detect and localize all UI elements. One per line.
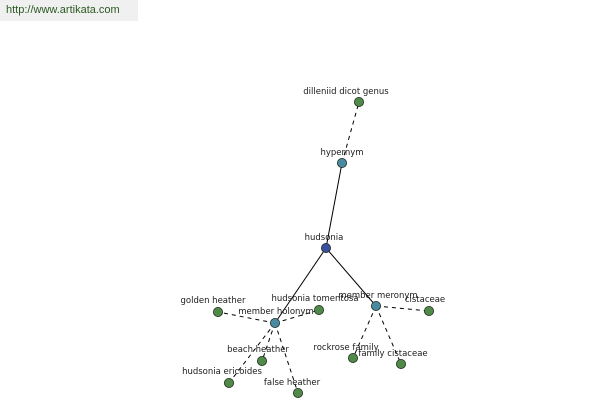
label-term-hudsonia-ericoides[interactable]: hudsonia ericoides bbox=[182, 367, 262, 377]
label-relation-member-meronym[interactable]: member meronym bbox=[338, 291, 417, 301]
edge-member-meronym-cistaceae bbox=[375, 305, 430, 312]
label-relation-hypernym[interactable]: hypernym bbox=[320, 148, 363, 158]
edge-member-holonym-beach-heather bbox=[261, 322, 276, 362]
node-term-golden-heather[interactable] bbox=[212, 306, 223, 317]
label-term-golden-heather[interactable]: golden heather bbox=[181, 296, 246, 306]
label-term-rockrose-family[interactable]: rockrose family bbox=[313, 343, 378, 353]
label-term-beach-heather[interactable]: beach heather bbox=[227, 345, 289, 355]
node-term-dilleniid-dicot-genus[interactable] bbox=[353, 97, 364, 108]
graph-nodes bbox=[212, 97, 434, 398]
node-term-false-heather[interactable] bbox=[292, 387, 303, 398]
edge-member-meronym-family-cistaceae bbox=[375, 305, 402, 365]
node-term-beach-heather[interactable] bbox=[256, 355, 267, 366]
edge-member-holonym-golden-heather bbox=[217, 311, 276, 324]
node-term-rockrose-family[interactable] bbox=[347, 352, 358, 363]
node-term-hudsonia-tomentosa[interactable] bbox=[313, 304, 324, 315]
node-term-cistaceae[interactable] bbox=[423, 305, 434, 316]
edge-hypernym-dilleniid-dicot-genus bbox=[341, 101, 360, 164]
graph-labels: hudsonia hypernym dilleniid dicot genus mem… bbox=[181, 87, 446, 388]
label-term-family-cistaceae[interactable]: family cistaceae bbox=[358, 349, 427, 359]
node-term-hudsonia-ericoides[interactable] bbox=[223, 377, 234, 388]
source-link[interactable]: http://www.artikata.com bbox=[6, 4, 120, 16]
label-term-cistaceae[interactable]: cistaceae bbox=[405, 295, 445, 305]
node-relation-member-meronym[interactable] bbox=[370, 300, 381, 311]
edge-center-member-holonym bbox=[274, 247, 327, 324]
label-term-dilleniid-dicot-genus[interactable]: dilleniid dicot genus bbox=[303, 87, 389, 97]
edge-center-hypernym bbox=[325, 162, 343, 249]
label-relation-member-holonym[interactable]: member holonym bbox=[238, 307, 313, 317]
edge-center-member-meronym bbox=[325, 247, 377, 307]
node-relation-member-holonym[interactable] bbox=[269, 317, 280, 328]
graph-edges bbox=[217, 101, 430, 394]
node-term-family-cistaceae[interactable] bbox=[395, 358, 406, 369]
label-term-false-heather[interactable]: false heather bbox=[264, 378, 321, 388]
node-center-hudsonia[interactable] bbox=[320, 242, 331, 253]
edge-member-meronym-rockrose-family bbox=[352, 305, 377, 359]
label-term-hudsonia-tomentosa[interactable]: hudsonia tomentosa bbox=[271, 294, 358, 304]
source-banner: http://www.artikata.com bbox=[0, 0, 138, 21]
label-center-hudsonia[interactable]: hudsonia bbox=[305, 233, 344, 243]
node-relation-hypernym[interactable] bbox=[336, 157, 347, 168]
